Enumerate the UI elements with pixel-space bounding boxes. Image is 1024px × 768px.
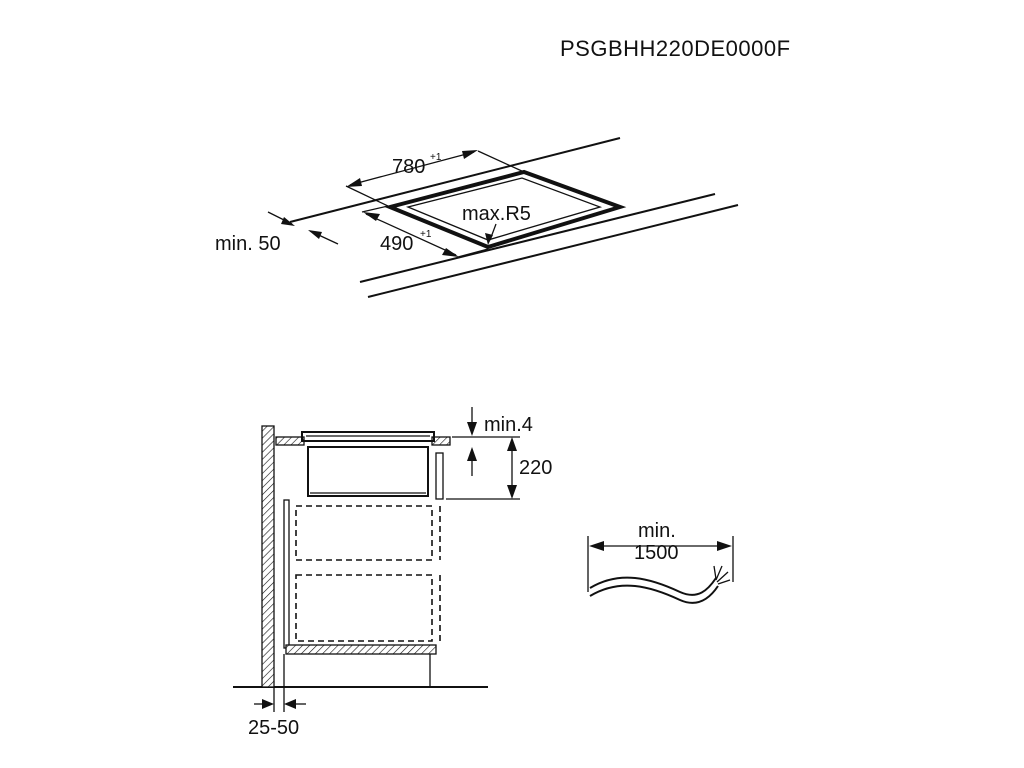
worktop-front-edge-2 [367, 204, 739, 298]
cutout-outline [383, 169, 627, 250]
cable-label-line2: 1500 [634, 542, 679, 564]
cutout-inner [405, 177, 603, 241]
worktop-section-left [275, 436, 305, 446]
depth-tolerance: +1 [420, 229, 432, 240]
depth-value: 490 [380, 233, 413, 255]
cable-label-line1: min. [638, 520, 676, 542]
width-arrow-left [346, 178, 362, 187]
front-rail [435, 452, 444, 500]
front-edge-arrow-upper [281, 217, 295, 226]
wall-gap-arrow-right [284, 699, 296, 709]
width-arrow-right [462, 150, 478, 159]
cable-view: min. 1500 [587, 520, 734, 604]
cable-arrow-right [717, 541, 732, 551]
cable-wire-3 [717, 579, 731, 585]
cabinet-side-panel [283, 499, 290, 649]
hob-glass [301, 431, 435, 442]
cabinet-bottom [285, 644, 437, 655]
hob-body [307, 446, 429, 497]
gap-arrow-top [467, 422, 477, 436]
side-view: min.4 220 25-50 [233, 407, 552, 739]
worktop-back-edge [289, 137, 621, 223]
wall-section [261, 425, 275, 688]
top-view: 780 +1 490 +1 max.R5 min. 50 [215, 137, 739, 298]
width-tolerance: +1 [430, 152, 442, 163]
drawer-lower [295, 574, 433, 642]
depth-dim-arrow-top [507, 437, 517, 451]
cable-wire-4 [713, 565, 717, 580]
model-code: PSGBHH220DE0000F [560, 36, 791, 61]
cable-wire-1 [715, 565, 723, 581]
corner-radius-arrow [485, 233, 493, 245]
side-depth-label: 220 [519, 457, 552, 479]
front-edge-label: min. 50 [215, 233, 281, 255]
width-extension-left [345, 185, 391, 208]
drawer-upper [295, 505, 433, 561]
width-value: 780 [392, 156, 425, 178]
gap-arrow-bottom [467, 447, 477, 461]
width-dimension-line [349, 151, 475, 186]
cable-body-lower [589, 584, 719, 604]
front-edge-arrow-lower [308, 230, 322, 239]
depth-arrow-back [363, 212, 380, 221]
wall-gap-arrow-left [262, 699, 274, 709]
gap-label: min.4 [484, 414, 533, 436]
depth-extension-back [361, 205, 389, 213]
wall-gap-label: 25-50 [248, 717, 299, 739]
cable-arrow-left [589, 541, 604, 551]
corner-radius-label: max.R5 [462, 203, 531, 225]
depth-arrow-front [442, 248, 459, 257]
depth-dimension-line [365, 213, 457, 256]
worktop-front-edge-1 [359, 193, 716, 283]
cable-body [589, 576, 717, 596]
depth-dim-arrow-bottom [507, 485, 517, 499]
width-extension-right [477, 150, 525, 173]
depth-extension-front [457, 248, 489, 258]
cable-wire-2 [716, 571, 729, 583]
